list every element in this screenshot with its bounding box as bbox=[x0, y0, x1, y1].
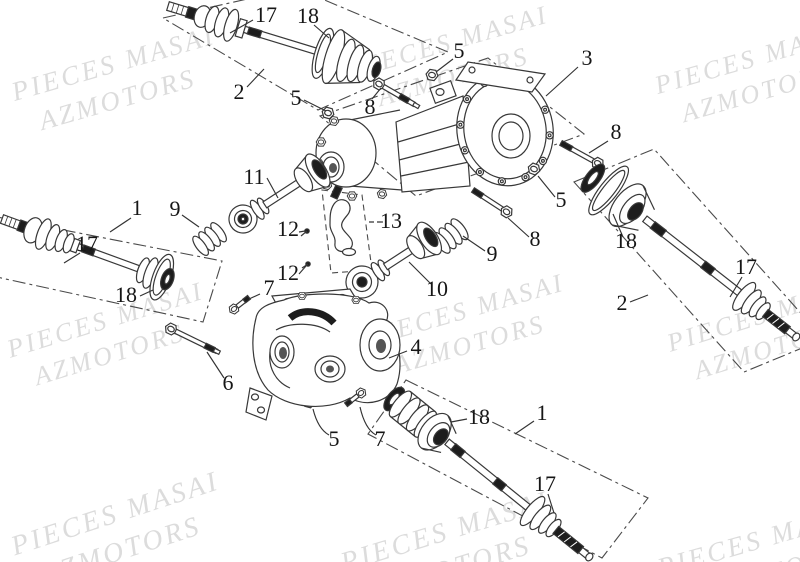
callout-label-8: 8 bbox=[611, 119, 622, 144]
watermark-text: PIECES MASAI bbox=[653, 496, 800, 562]
callout-label-13: 13 bbox=[380, 208, 402, 233]
axle-front-left bbox=[0, 214, 175, 301]
callout-label-3: 3 bbox=[582, 45, 593, 70]
leader-line bbox=[588, 140, 609, 154]
front-differential bbox=[245, 288, 401, 421]
callout-label-10: 10 bbox=[426, 276, 448, 301]
callout-label-9: 9 bbox=[170, 196, 181, 221]
leader-line bbox=[547, 493, 555, 514]
bolt-8-mid bbox=[470, 186, 516, 221]
bolt-8-right bbox=[558, 139, 607, 172]
callout-label-4: 4 bbox=[411, 334, 422, 359]
box-axle-rear-right bbox=[573, 148, 800, 373]
callout-label-5: 5 bbox=[329, 426, 340, 451]
leader-line bbox=[450, 418, 468, 423]
leader-line bbox=[507, 217, 530, 238]
bolt-7-bottom bbox=[343, 385, 369, 408]
callout-label-17: 17 bbox=[76, 231, 98, 256]
callout-label-18: 18 bbox=[615, 228, 637, 253]
leader-line bbox=[545, 66, 579, 97]
callout-label-17: 17 bbox=[534, 471, 556, 496]
callout-label-9: 9 bbox=[487, 241, 498, 266]
bolt-8-top bbox=[370, 75, 421, 110]
callout-label-5: 5 bbox=[454, 38, 465, 63]
leader-line bbox=[298, 265, 307, 275]
callout-label-2: 2 bbox=[234, 79, 245, 104]
leader-line bbox=[612, 213, 624, 238]
leader-line bbox=[139, 289, 154, 297]
leader-line bbox=[248, 293, 261, 300]
callout-label-8: 8 bbox=[530, 226, 541, 251]
axle-rear-left bbox=[165, 0, 382, 85]
callout-label-1: 1 bbox=[537, 400, 548, 425]
leader-line bbox=[537, 175, 556, 198]
leader-line bbox=[298, 230, 306, 233]
axle-rear-right bbox=[580, 163, 800, 342]
callout-label-5: 5 bbox=[556, 187, 567, 212]
screw-12-upper bbox=[300, 228, 310, 237]
box-axle-front-bottom bbox=[367, 379, 649, 559]
leader-line bbox=[312, 408, 330, 436]
callout-label-18: 18 bbox=[115, 282, 137, 307]
screw-12-lower bbox=[301, 261, 311, 269]
callout-label-7: 7 bbox=[375, 426, 386, 451]
leader-line bbox=[408, 261, 432, 285]
bolt-7-top bbox=[226, 294, 252, 317]
drive-shaft-10 bbox=[345, 221, 443, 299]
callout-label-8: 8 bbox=[365, 94, 376, 119]
callout-label-18: 18 bbox=[297, 3, 319, 28]
leader-line bbox=[266, 177, 279, 199]
input-shaft-11 bbox=[228, 153, 331, 234]
callout-label-6: 6 bbox=[223, 370, 234, 395]
leader-line bbox=[206, 351, 225, 379]
leader-line bbox=[246, 68, 265, 88]
leader-line bbox=[462, 235, 486, 252]
box-rear-differential bbox=[318, 57, 586, 197]
callout-label-2: 2 bbox=[617, 290, 628, 315]
leader-line bbox=[181, 214, 200, 228]
bracket-13 bbox=[329, 184, 357, 257]
box-axle-front-left bbox=[0, 217, 223, 323]
callout-label-12: 12 bbox=[277, 216, 299, 241]
leader-line bbox=[435, 58, 454, 73]
spring-9-left bbox=[192, 222, 227, 256]
rear-differential bbox=[313, 61, 555, 201]
leader-line bbox=[388, 350, 408, 359]
callout-label-5: 5 bbox=[291, 85, 302, 110]
leader-line bbox=[303, 99, 327, 112]
callout-label-12: 12 bbox=[277, 260, 299, 285]
callout-label-11: 11 bbox=[243, 164, 264, 189]
callout-label-7: 7 bbox=[264, 275, 275, 300]
leader-line bbox=[229, 19, 254, 34]
leader-line bbox=[729, 276, 743, 298]
callout-label-17: 17 bbox=[735, 254, 757, 279]
leader-line bbox=[313, 24, 330, 39]
leader-line bbox=[359, 406, 377, 436]
bolt-6 bbox=[162, 321, 222, 356]
callout-label-18: 18 bbox=[468, 404, 490, 429]
leader-line bbox=[63, 252, 81, 264]
leader-line bbox=[629, 294, 649, 303]
axle-front-bottom bbox=[383, 386, 594, 562]
callout-label-1: 1 bbox=[132, 195, 143, 220]
leader-line bbox=[109, 217, 132, 233]
leader-line bbox=[371, 87, 382, 100]
callout-label-17: 17 bbox=[255, 2, 277, 27]
leader-line bbox=[514, 420, 535, 435]
